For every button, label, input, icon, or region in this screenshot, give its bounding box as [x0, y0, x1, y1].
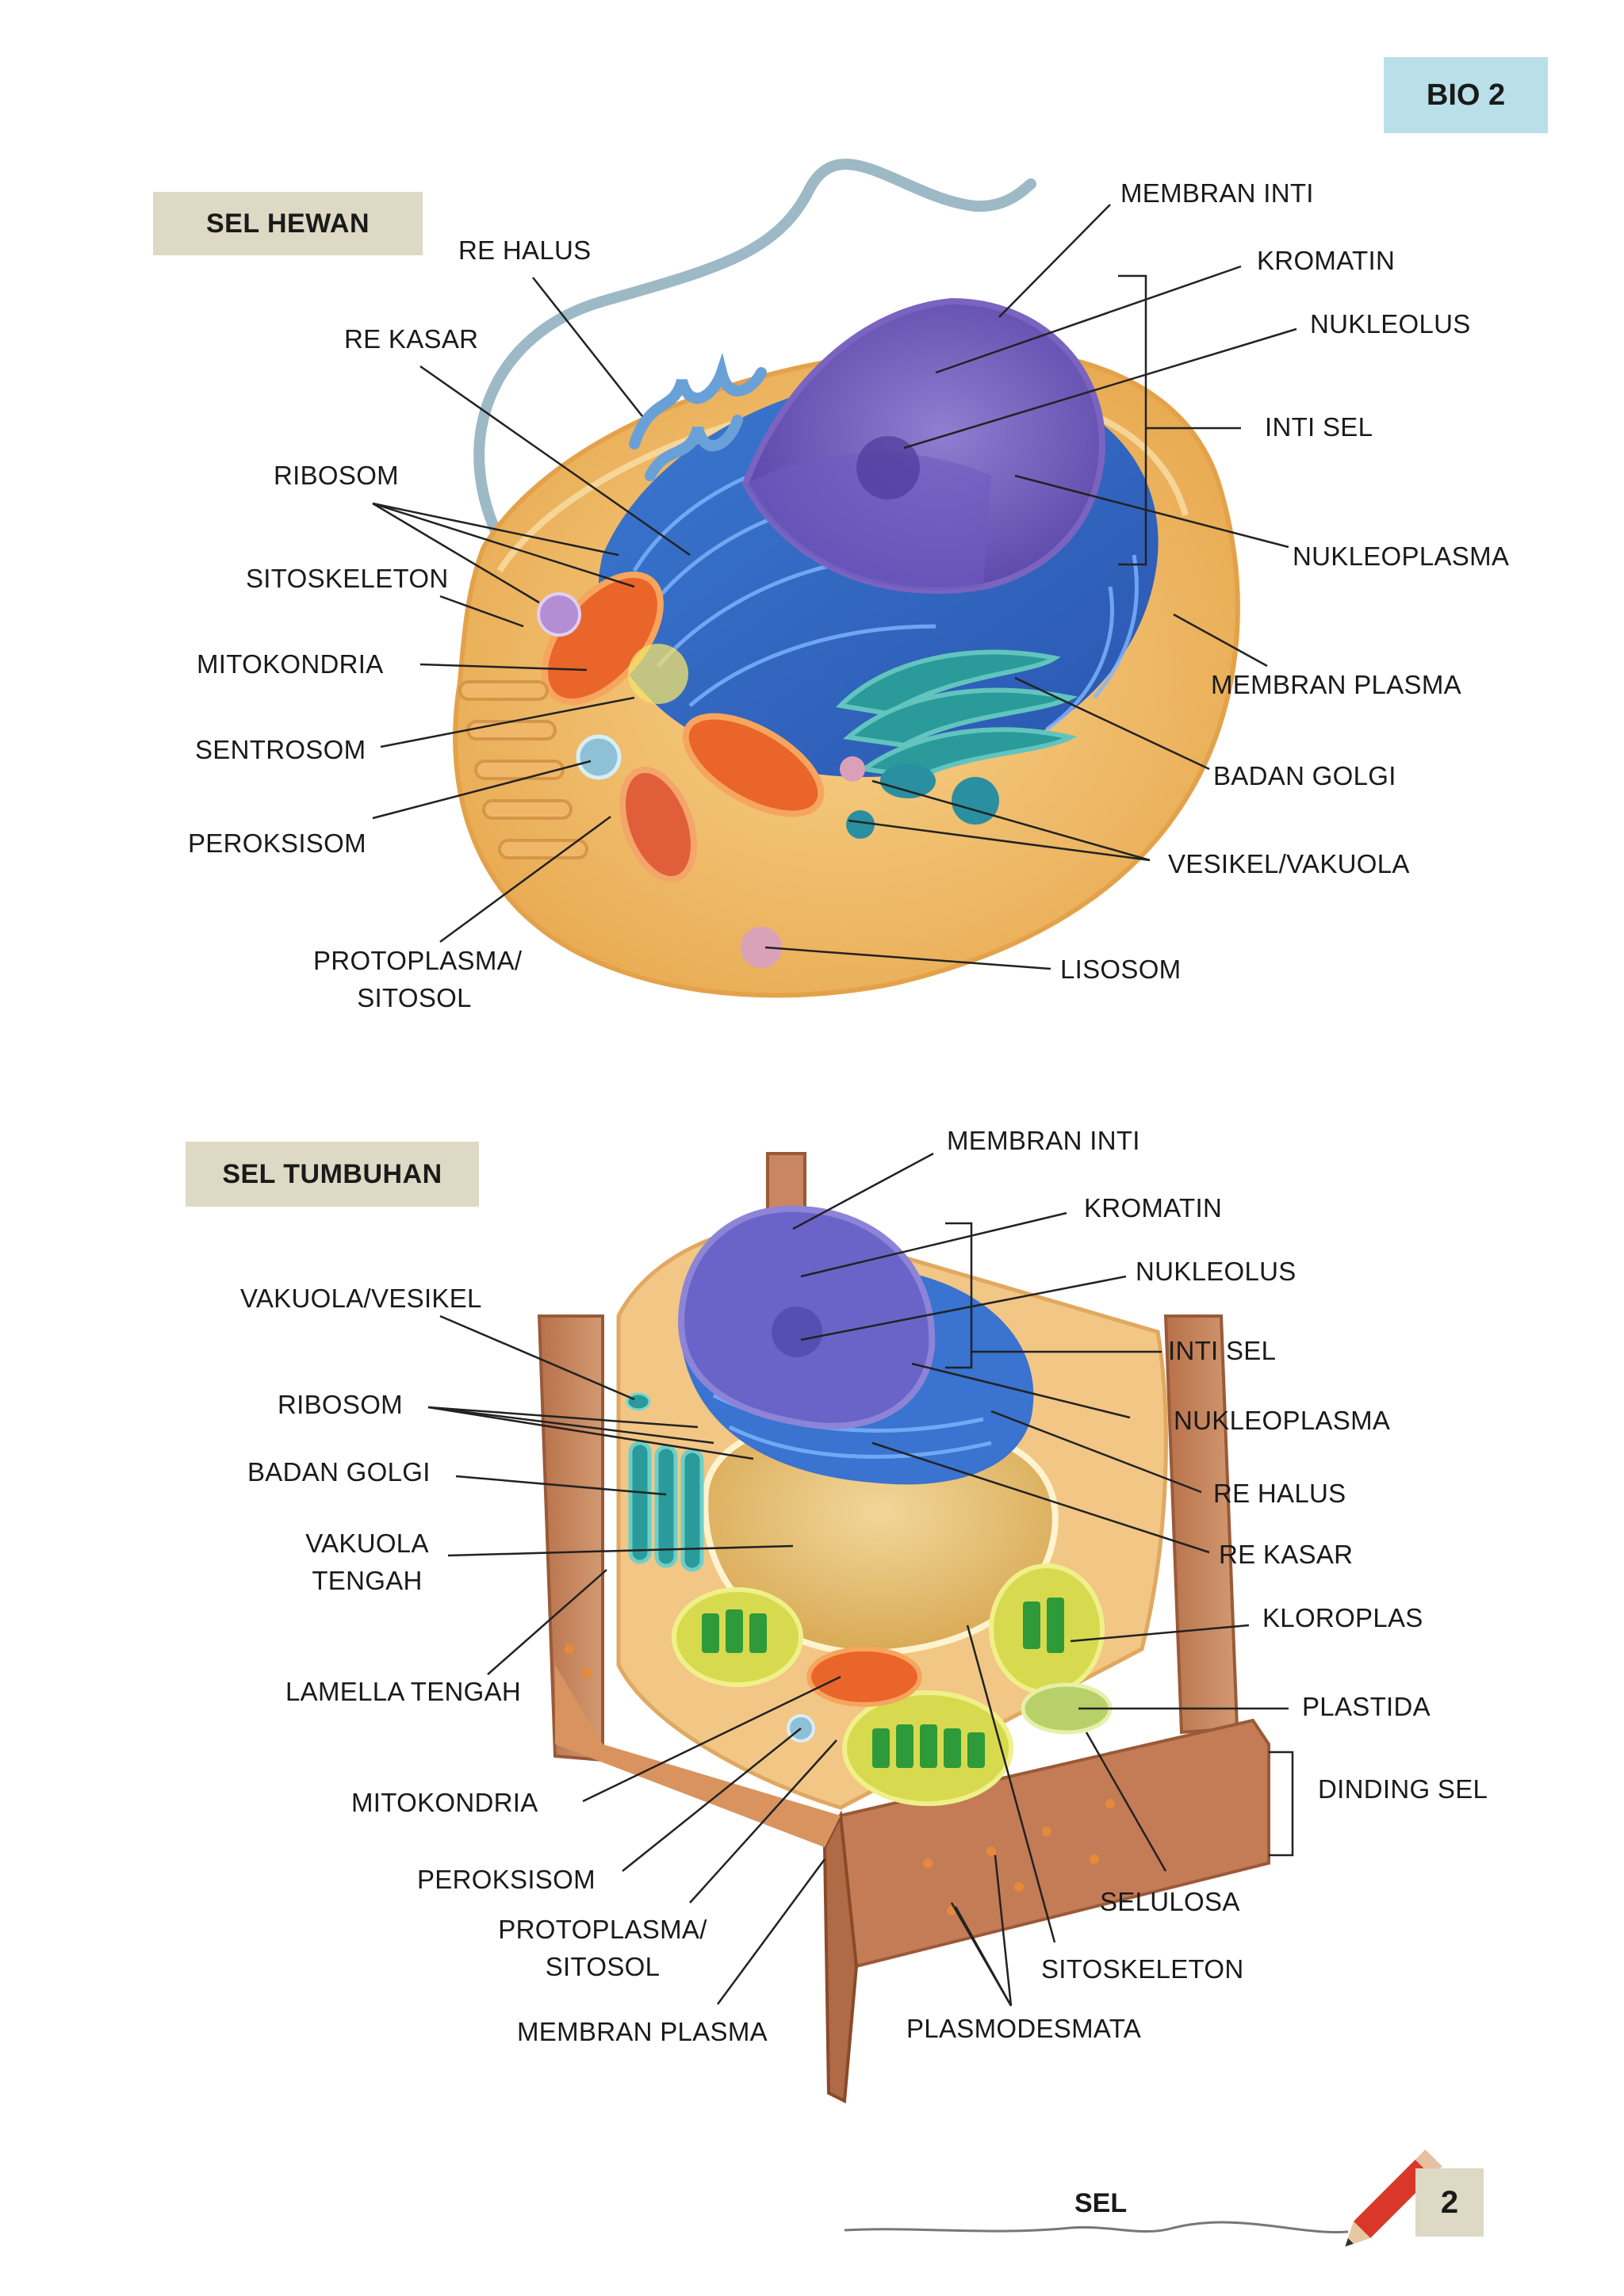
- plant-label-plastida: PLASTIDA: [1302, 1692, 1431, 1721]
- course-badge: BIO 2: [1384, 57, 1548, 133]
- animal-label-protoplasma-line2: SITOSOL: [357, 983, 472, 1012]
- flagellum: [473, 159, 1036, 561]
- animal-label-inti-sel: INTI SEL: [1265, 412, 1373, 442]
- animal-label-mitokondria: MITOKONDRIA: [197, 649, 384, 679]
- plant-label-vakuola-tengah-line2: TENGAH: [312, 1566, 423, 1595]
- animal-label-sitoskeleton: SITOSKELETON: [246, 564, 449, 593]
- animal-label-kromatin: KROMATIN: [1257, 246, 1396, 275]
- plant-golgi: [628, 1441, 704, 1572]
- plant-label-protoplasma: PROTOPLASMA/ SITOSOL: [496, 1911, 710, 1985]
- plant-label-kloroplas: KLOROPLAS: [1262, 1603, 1423, 1632]
- animal-label-vesikel: VESIKEL/VAKUOLA: [1168, 849, 1410, 878]
- plant-label-peroksisom: PEROKSISOM: [417, 1865, 596, 1894]
- footer-chapter-title: SEL: [1074, 2188, 1128, 2218]
- plant-label-selulosa: SELULOSA: [1100, 1887, 1240, 1916]
- animal-lysosome: [741, 927, 782, 968]
- animal-label-protoplasma-line1: PROTOPLASMA/: [313, 946, 523, 975]
- plant-nucleolus: [772, 1307, 822, 1357]
- plant-leader-lines: [427, 1152, 1294, 2007]
- plant-label-nukleoplasma: NUKLEOPLASMA: [1174, 1406, 1391, 1435]
- animal-peroxisome: [576, 734, 622, 780]
- animal-centrosome: [628, 644, 688, 704]
- animal-label-nukleolus: NUKLEOLUS: [1310, 309, 1471, 339]
- plant-label-lamella: LAMELLA TENGAH: [285, 1677, 522, 1706]
- plant-label-kromatin: KROMATIN: [1084, 1193, 1223, 1223]
- animal-label-membran-plasma: MEMBRAN PLASMA: [1211, 670, 1461, 699]
- plant-label-re-kasar: RE KASAR: [1219, 1540, 1354, 1569]
- animal-label-re-halus: RE HALUS: [458, 235, 592, 265]
- animal-leader-lines: [372, 204, 1297, 970]
- plant-chloroplasts: [672, 1563, 1105, 1806]
- animal-nucleolus: [856, 436, 920, 499]
- animal-microvilli: [458, 680, 588, 859]
- animal-vesicle: [952, 777, 999, 825]
- animal-label-protoplasma: PROTOPLASMA/ SITOSOL: [313, 942, 523, 1016]
- plant-label-vakuola-tengah-line1: VAKUOLA: [305, 1529, 429, 1558]
- animal-label-nukleoplasma: NUKLEOPLASMA: [1293, 541, 1510, 571]
- plant-label-membran-plasma: MEMBRAN PLASMA: [517, 2017, 768, 2046]
- animal-cell-title: SEL HEWAN: [153, 192, 423, 255]
- plant-label-protoplasma-line2: SITOSOL: [545, 1952, 661, 1981]
- plant-label-protoplasma-line1: PROTOPLASMA/: [498, 1915, 707, 1944]
- plant-label-badan-golgi: BADAN GOLGI: [247, 1457, 431, 1487]
- page-number: 2: [1415, 2168, 1484, 2237]
- animal-label-badan-golgi: BADAN GOLGI: [1213, 761, 1396, 790]
- animal-label-peroksisom: PEROKSISOM: [188, 828, 366, 858]
- plant-label-membran-inti: MEMBRAN INTI: [947, 1126, 1140, 1155]
- plant-wall-right: [1163, 1314, 1239, 1735]
- animal-label-re-kasar: RE KASAR: [344, 324, 479, 354]
- animal-label-sentrosom: SENTROSOM: [195, 735, 366, 764]
- animal-label-lisosom: LISOSOM: [1060, 955, 1182, 984]
- plant-label-ribosom: RIBOSOM: [278, 1390, 403, 1419]
- plant-label-dinding-sel: DINDING SEL: [1318, 1774, 1488, 1804]
- animal-label-ribosom: RIBOSOM: [274, 461, 399, 490]
- animal-label-membran-inti: MEMBRAN INTI: [1120, 178, 1314, 208]
- plant-label-vakuola-vesikel: VAKUOLA/VESIKEL: [240, 1284, 482, 1313]
- plant-label-re-halus: RE HALUS: [1213, 1479, 1346, 1508]
- plant-label-vakuola-tengah: VAKUOLA TENGAH: [284, 1525, 450, 1599]
- plant-cell-title: SEL TUMBUHAN: [186, 1142, 479, 1207]
- plant-label-nukleolus: NUKLEOLUS: [1136, 1257, 1297, 1286]
- animal-smooth-er: [629, 353, 767, 481]
- plant-label-sitoskeleton: SITOSKELETON: [1041, 1954, 1244, 1984]
- plant-label-mitokondria: MITOKONDRIA: [351, 1788, 538, 1817]
- footer-line: [844, 2221, 1349, 2234]
- plant-mitochondrion: [806, 1647, 922, 1707]
- plant-label-inti-sel: INTI SEL: [1168, 1336, 1277, 1365]
- plant-label-plasmodesmata: PLASMODESMATA: [906, 2014, 1142, 2043]
